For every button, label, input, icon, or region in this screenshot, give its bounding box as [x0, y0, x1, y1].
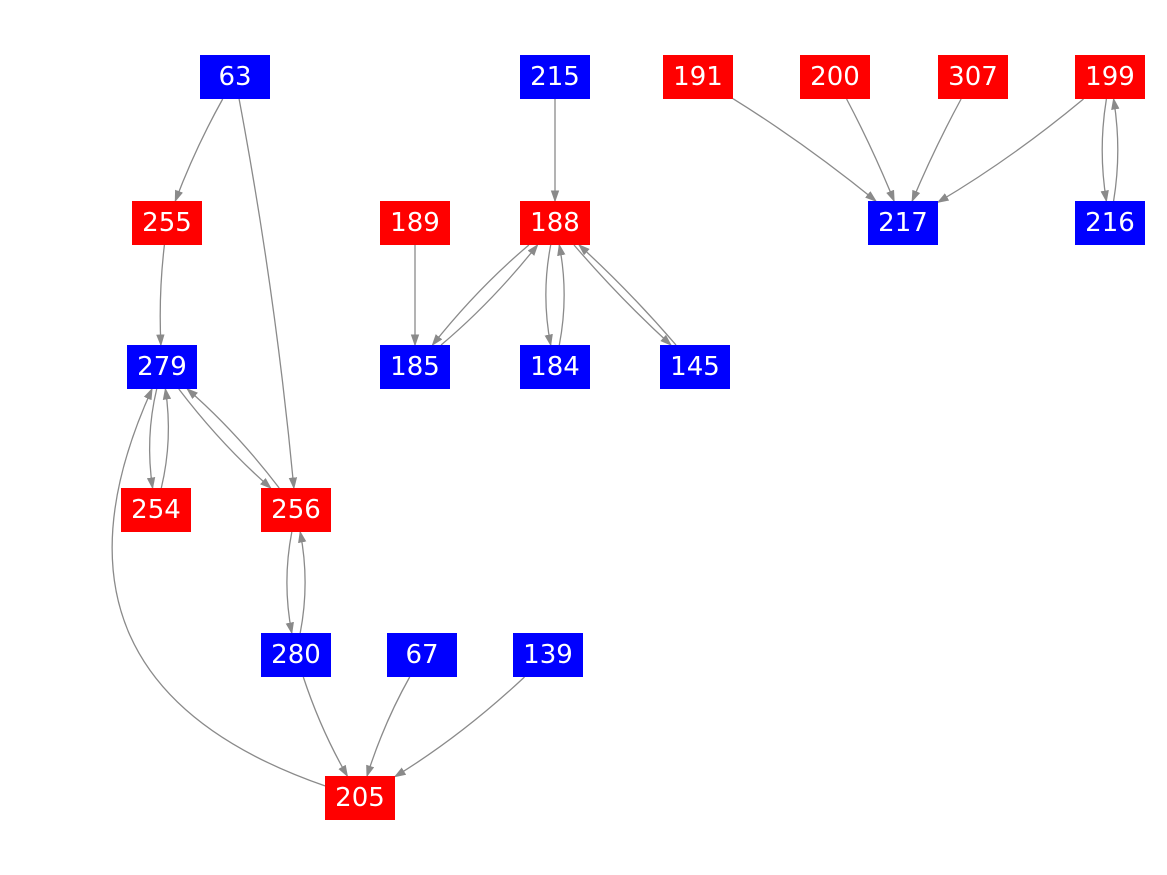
- edge-199-216: [1100, 98, 1109, 203]
- edge-279-256: [178, 388, 272, 489]
- edge-199-217: [936, 98, 1084, 203]
- node-label: 145: [670, 352, 720, 382]
- graph-node-216: 216: [1075, 201, 1145, 245]
- graph-node-189: 189: [380, 201, 450, 245]
- graph-node-63: 63: [200, 55, 270, 99]
- edge-184-188: [557, 243, 566, 346]
- edge-191-217: [732, 98, 878, 202]
- graph-node-254: 254: [121, 488, 191, 532]
- edge-200-217: [846, 98, 895, 203]
- node-label: 188: [530, 208, 580, 238]
- edge-185-188: [440, 243, 539, 346]
- node-label: 307: [948, 62, 998, 92]
- node-label: 185: [390, 352, 440, 382]
- edge-280-256: [298, 530, 307, 634]
- edge-205-279: [111, 387, 326, 787]
- node-label: 199: [1085, 62, 1135, 92]
- edge-216-199: [1111, 97, 1120, 202]
- edge-256-279: [186, 388, 280, 489]
- edge-254-279: [160, 387, 172, 489]
- graph-node-184: 184: [520, 345, 590, 389]
- node-label: 217: [878, 208, 928, 238]
- graph-node-191: 191: [663, 55, 733, 99]
- node-label: 216: [1085, 208, 1135, 238]
- graph-node-217: 217: [868, 201, 938, 245]
- graph-node-279: 279: [127, 345, 197, 389]
- node-label: 191: [673, 62, 723, 92]
- node-label: 63: [218, 62, 252, 92]
- node-label: 200: [810, 62, 860, 92]
- graph-node-145: 145: [660, 345, 730, 389]
- node-label: 280: [271, 640, 321, 670]
- graph-node-67: 67: [387, 633, 457, 677]
- edge-188-145: [573, 244, 673, 347]
- graph-node-188: 188: [520, 201, 590, 245]
- edge-145-188: [577, 243, 677, 346]
- node-label: 189: [390, 208, 440, 238]
- node-label: 205: [335, 783, 385, 813]
- graph-node-255: 255: [132, 201, 202, 245]
- graph-node-280: 280: [261, 633, 331, 677]
- graph-node-139: 139: [513, 633, 583, 677]
- edge-188-185: [431, 244, 530, 347]
- graph-node-215: 215: [520, 55, 590, 99]
- graph-node-200: 200: [800, 55, 870, 99]
- edge-139-205: [393, 676, 525, 778]
- node-label: 139: [523, 640, 573, 670]
- edge-279-254: [146, 388, 158, 490]
- node-label: 254: [131, 495, 181, 525]
- edge-280-205: [302, 676, 349, 778]
- graph-node-199: 199: [1075, 55, 1145, 99]
- edge-256-280: [285, 531, 294, 635]
- node-label: 215: [530, 62, 580, 92]
- graph-node-185: 185: [380, 345, 450, 389]
- graph-node-256: 256: [261, 488, 331, 532]
- graph-node-205: 205: [325, 776, 395, 820]
- edge-63-255: [174, 98, 224, 203]
- node-label: 256: [271, 495, 321, 525]
- node-label: 67: [405, 640, 439, 670]
- edge-307-217: [911, 98, 962, 203]
- node-label: 255: [142, 208, 192, 238]
- graph-node-307: 307: [938, 55, 1008, 99]
- node-label: 184: [530, 352, 580, 382]
- node-label: 279: [137, 352, 187, 382]
- edge-67-205: [366, 676, 411, 778]
- edge-255-279: [156, 244, 166, 347]
- edge-63-256: [238, 98, 298, 490]
- edge-188-184: [544, 244, 553, 347]
